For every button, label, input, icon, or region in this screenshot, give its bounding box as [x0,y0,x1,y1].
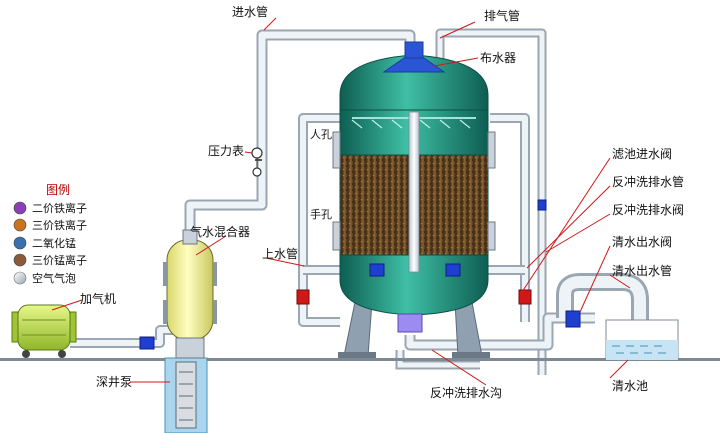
label-manhole: 人孔 [310,128,332,141]
label-backwash-drain-ditch: 反冲洗排水沟 [430,385,502,400]
legend-item-fe3: 三价铁离子 [32,218,87,232]
valve-blue-vent [537,199,547,211]
label-clean-water-tank: 清水池 [612,379,648,393]
pressure-gauge-icon [251,147,263,159]
valve-blue-air [139,336,155,350]
legend-bubble-icon [13,271,27,285]
handhole-left [332,221,341,251]
central-pipe [408,111,420,273]
clean-water-tank [605,319,679,361]
well-pump-body [175,361,197,429]
air-water-mixer [166,239,214,341]
label-air-water-mixer: 气水混合器 [190,224,250,239]
manhole-top-right [487,131,496,169]
label-clean-water-outlet-valve: 清水出水阀 [612,235,672,249]
handhole-right [487,221,496,251]
label-inlet-pipe: 进水管 [232,4,268,19]
legend-item-mno2: 二氧化锰 [32,236,76,250]
tank-bottom-outlet [397,313,423,333]
aerator-machine [11,304,77,358]
label-pressure-gauge: 压力表 [208,144,244,158]
label-deep-well-pump: 深井泵 [96,375,132,389]
label-distributor: 布水器 [480,51,516,65]
tank-legs [338,301,490,358]
legend-item-fe2: 二价铁离子 [32,201,87,215]
legend-mno2-icon [13,236,27,250]
label-clean-water-outlet-pipe: 清水出水管 [612,263,672,278]
valve-blue-right [445,263,461,277]
label-filter-inlet-valve: 滤池进水阀 [612,147,672,161]
label-backwash-drain-pipe: 反冲洗排水管 [612,174,684,189]
label-aerator: 加气机 [80,291,116,306]
manhole-top-left [332,131,341,169]
legend-item-bubble: 空气气泡 [32,271,76,285]
legend: 图例 二价铁离子 三价铁离子 二氧化锰 三价锰离子 空气气泡 [13,183,87,285]
legend-mn3-icon [13,253,27,267]
valve-red-right [518,289,532,305]
water-distributor [382,57,446,73]
legend-title: 图例 [46,183,70,197]
valve-blue-outlet [565,310,581,328]
ground-line [0,358,720,361]
label-upper-pipe: 上水管 [262,246,298,261]
label-vent-pipe: 排气管 [484,8,520,23]
label-handhole: 手孔 [310,207,332,221]
valve-red-left [296,289,310,305]
leader-lines [51,17,631,386]
legend-fe2-icon [13,201,27,215]
legend-item-mn3: 三价锰离子 [32,253,87,267]
label-backwash-drain-valve: 反冲洗排水阀 [612,202,684,217]
valve-blue-left [369,263,385,277]
legend-fe3-icon [13,218,27,232]
